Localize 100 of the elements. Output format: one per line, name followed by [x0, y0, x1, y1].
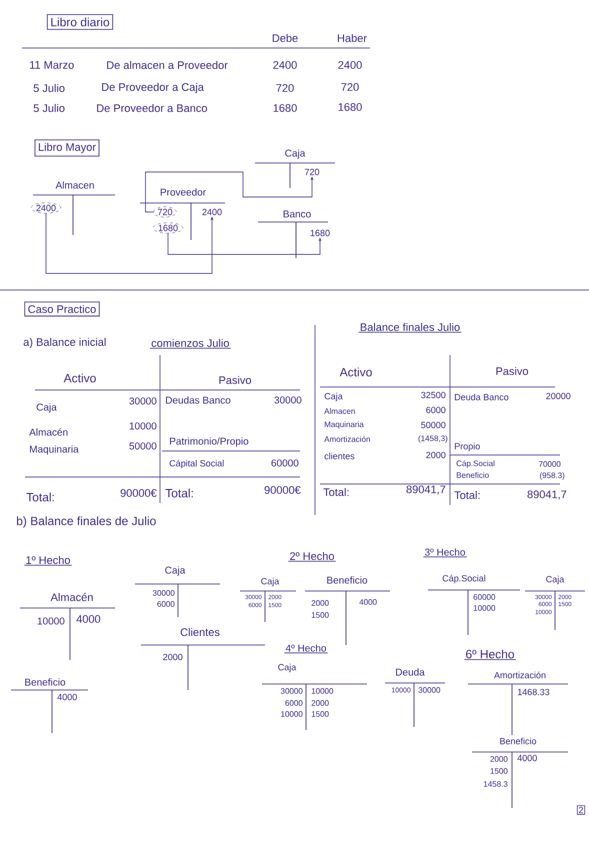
- underlined-heading: 3º Hecho: [423, 548, 467, 558]
- amount: 10000: [38, 617, 64, 625]
- account-title: Debe: [272, 34, 298, 42]
- label: De Proveedor a Banco: [97, 104, 207, 112]
- label: 5 Julio: [34, 104, 64, 112]
- amount: 720: [341, 83, 359, 91]
- label: Deudas Banco: [166, 396, 230, 404]
- account-title: Cáp.Social: [442, 574, 486, 584]
- underlined-heading: 1º Hecho: [24, 556, 72, 566]
- account-title: Deuda: [396, 668, 425, 676]
- account-title: Beneficio: [500, 738, 536, 744]
- account-title: Beneficio: [25, 678, 66, 686]
- heading-box: Libro Mayor: [34, 139, 100, 157]
- account-title: Caja: [285, 149, 306, 159]
- label: De Proveedor a Caja: [102, 82, 204, 94]
- amount: 6000: [157, 601, 174, 607]
- label: b) Balance finales de Julio: [16, 516, 156, 528]
- amount: 20000: [546, 392, 570, 400]
- amount: 30000: [418, 687, 440, 693]
- label: Almacen: [324, 408, 355, 414]
- account-title: Caja: [546, 576, 564, 584]
- amount: 1680: [310, 230, 330, 236]
- amount: 2000: [163, 654, 182, 660]
- amount: 4000: [76, 615, 100, 623]
- amount: 2400: [202, 208, 222, 216]
- account-title: Caja: [165, 566, 186, 576]
- account-title: Proveedor: [160, 188, 206, 196]
- label: 11 Marzo: [30, 61, 74, 69]
- amount: 30000: [152, 590, 174, 596]
- account-title: Pasivo: [496, 366, 528, 376]
- label: Cáp.Social: [456, 460, 494, 468]
- label: a) Balance inicial: [24, 338, 106, 348]
- amount: 89041,7: [406, 485, 446, 495]
- label: Patrimonio/Propio: [170, 437, 248, 447]
- label: Amortización: [324, 436, 370, 442]
- amount: 70000: [538, 461, 560, 467]
- label: Maquinaria: [30, 445, 79, 455]
- amount: 10000: [312, 688, 334, 694]
- label: 5 Julio: [34, 84, 64, 92]
- label: Total:: [454, 490, 480, 500]
- amount: 10000: [474, 605, 496, 611]
- label: Caja: [324, 392, 343, 402]
- amount: 30000: [280, 688, 302, 694]
- page-number: 2: [576, 805, 586, 815]
- label: clientes: [324, 452, 354, 460]
- amount: 50000: [129, 442, 156, 450]
- amount: 89041,7: [528, 490, 566, 500]
- amount: 1680: [338, 103, 362, 111]
- amount: 2000: [312, 600, 329, 606]
- amount: 1500: [312, 612, 329, 618]
- amount: 1468.33: [518, 688, 550, 696]
- amount: 10000: [130, 422, 156, 430]
- amount: 2400: [338, 61, 362, 69]
- amount: 4000: [359, 599, 377, 605]
- amount: 1458.3: [484, 781, 508, 787]
- account-title: Amortización: [494, 672, 546, 678]
- label: Cápital Social: [170, 460, 224, 468]
- amount: (1458,3): [418, 435, 448, 443]
- label: Total:: [165, 488, 193, 498]
- amount: 30000: [274, 396, 302, 404]
- amount: 4000: [57, 694, 77, 700]
- label: Total:: [323, 488, 348, 496]
- circled-amount: 720: [153, 206, 177, 218]
- amount: (958.3): [540, 472, 564, 480]
- amount: 6000: [426, 406, 446, 414]
- amount: 50000: [421, 422, 446, 428]
- amount: 4000: [517, 754, 537, 762]
- account-title: Banco: [284, 210, 311, 218]
- amount: 1680: [274, 104, 297, 112]
- amount: 720: [276, 84, 294, 92]
- label: Caja: [36, 403, 57, 413]
- account-title: Caja: [261, 578, 280, 586]
- label: De almacen a Proveedor: [107, 60, 228, 70]
- account-title: Caja: [278, 664, 296, 672]
- underlined-heading: 2º Hecho: [288, 552, 336, 562]
- underlined-heading: comienzos Julio: [150, 338, 231, 349]
- amount: 60000: [272, 459, 298, 467]
- amount: 1500: [490, 768, 508, 774]
- amount: 60000: [474, 594, 496, 600]
- account-title: Clientes: [180, 628, 220, 636]
- underlined-heading: Balance finales Julio: [358, 322, 462, 333]
- account-title: Activo: [340, 368, 372, 376]
- label: Beneficio: [456, 472, 489, 478]
- heading-box: Libro diario: [46, 14, 114, 30]
- amount: 2000: [490, 756, 508, 762]
- heading-box: Caso Practico: [24, 302, 100, 316]
- circled-amount: 1680: [152, 222, 184, 234]
- label: Almacén: [29, 428, 68, 436]
- label: Deuda Banco: [454, 394, 508, 400]
- amount: 10000: [281, 711, 302, 717]
- underlined-heading: 6º Hecho: [464, 650, 516, 660]
- label: Maquinaria: [324, 421, 364, 429]
- amount: 2000: [426, 452, 446, 458]
- account-title: Almacén: [50, 592, 93, 602]
- amount: 2400: [273, 61, 297, 69]
- underlined-heading: 4º Hecho: [284, 644, 328, 654]
- amount: 90000€: [264, 486, 301, 494]
- amount: 720: [304, 168, 320, 176]
- account-title: Almacen: [56, 181, 94, 189]
- account-title: Pasivo: [219, 376, 252, 384]
